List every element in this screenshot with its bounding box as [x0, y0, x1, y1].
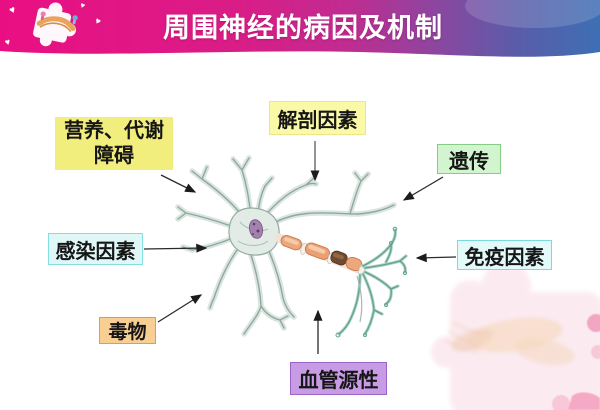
- arrow-immunity: [415, 253, 457, 263]
- label-text: 遗传: [449, 150, 489, 173]
- label-text: 解剖因素: [277, 109, 358, 132]
- label-text: 血管源性: [298, 370, 379, 392]
- label-box-toxin: 毒物: [99, 317, 156, 344]
- label-box-immunity: 免疫因素: [457, 240, 552, 270]
- arrow-toxin: [157, 294, 203, 323]
- label-text: 免疫因素: [464, 246, 545, 269]
- label-text: 营养、代谢障碍: [64, 120, 164, 167]
- arrow-nutrition: [160, 174, 197, 193]
- label-text: 毒物: [108, 322, 147, 343]
- arrow-infection: [143, 243, 208, 253]
- label-box-anatomy: 解剖因素: [269, 101, 366, 135]
- label-box-vascular: 血管源性: [290, 362, 387, 395]
- label-text: 感染因素: [55, 240, 136, 263]
- label-box-heredity: 遗传: [437, 144, 501, 174]
- arrow-heredity: [402, 176, 444, 201]
- label-box-infection: 感染因素: [48, 233, 143, 265]
- label-box-nutrition: 营养、代谢障碍: [55, 117, 173, 170]
